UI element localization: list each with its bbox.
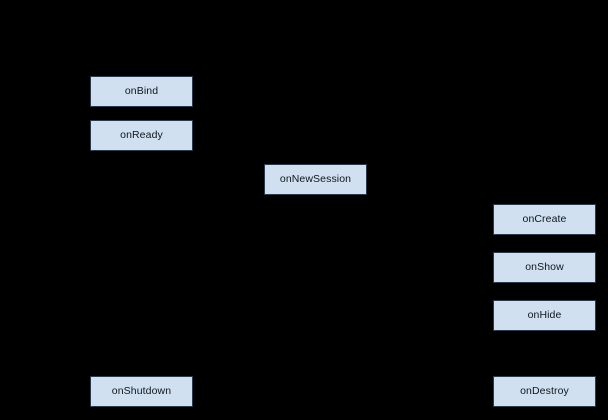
node-on-hide[interactable]: onHide (493, 300, 596, 331)
node-label-on-show: onShow (525, 261, 564, 274)
node-on-new-session[interactable]: onNewSession (264, 164, 367, 195)
node-label-on-hide: onHide (527, 309, 562, 322)
node-label-on-new-session: onNewSession (279, 173, 352, 186)
node-on-show[interactable]: onShow (493, 252, 596, 283)
node-label-on-destroy: onDestroy (520, 385, 569, 398)
node-on-bind[interactable]: onBind (90, 76, 193, 107)
node-label-on-shutdown: onShutdown (111, 385, 172, 398)
node-on-ready[interactable]: onReady (90, 120, 193, 151)
node-on-create[interactable]: onCreate (493, 204, 596, 235)
node-label-on-create: onCreate (522, 213, 567, 226)
node-on-shutdown[interactable]: onShutdown (90, 376, 193, 407)
node-label-on-ready: onReady (120, 129, 163, 142)
node-label-on-bind: onBind (124, 85, 159, 98)
node-on-destroy[interactable]: onDestroy (493, 376, 596, 407)
